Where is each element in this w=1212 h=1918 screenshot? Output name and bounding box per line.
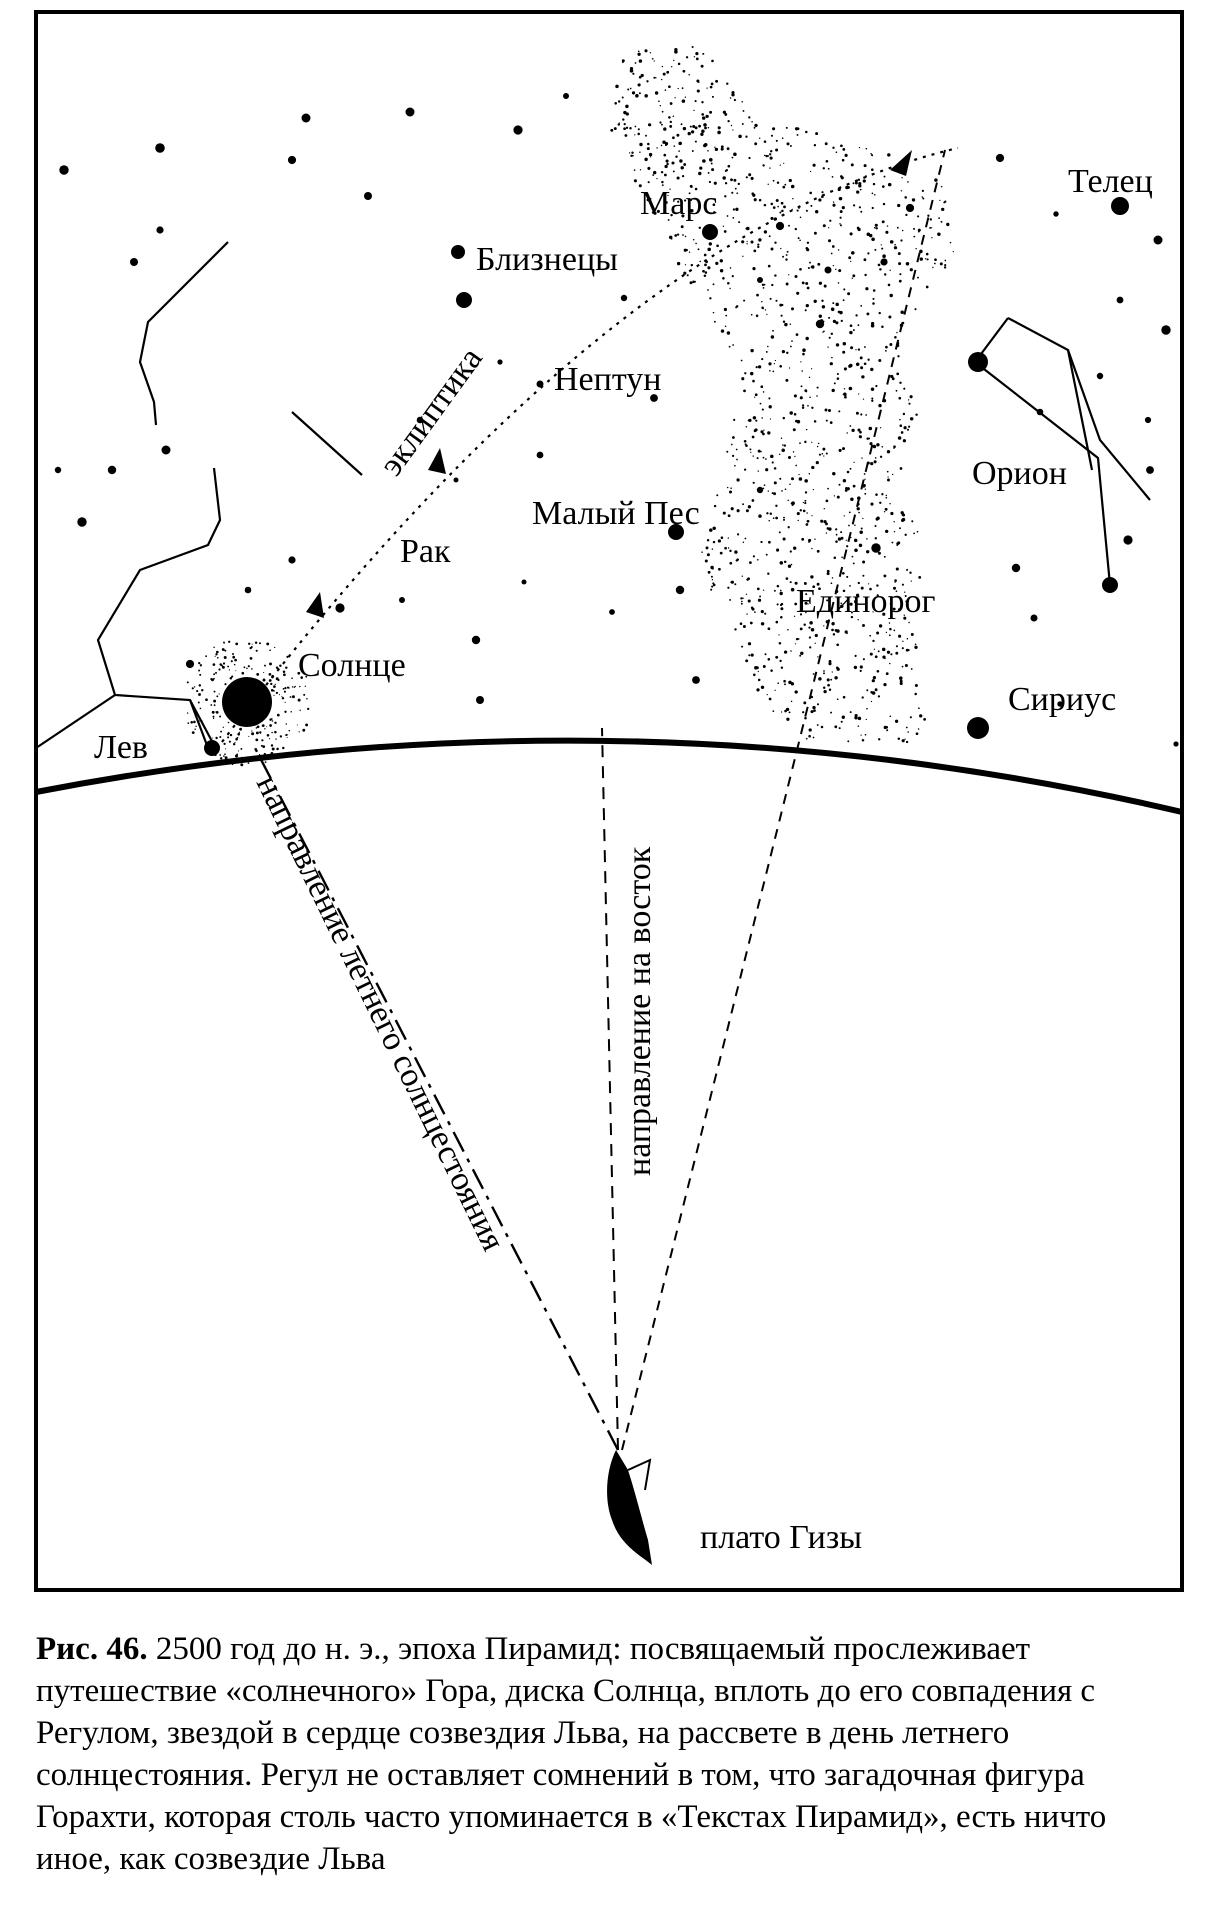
meridian-dashed-line [621, 149, 946, 1451]
label-mars: Марс [640, 185, 717, 222]
sirius-star [967, 717, 989, 739]
regulus-star [204, 740, 220, 756]
label-ecliptic: эклиптика [373, 341, 490, 483]
star-map: Телец Марс Близнецы Нептун Орион Малый П… [34, 10, 1184, 1592]
label-canis-minor: Малый Пес [532, 495, 700, 532]
label-giza: плато Гизы [700, 1519, 862, 1556]
label-leo: Лев [94, 729, 148, 766]
label-sun: Солнце [298, 647, 406, 684]
leo-lines [96, 467, 222, 746]
lynx-lines [138, 241, 229, 426]
label-monoceros: Единорог [796, 583, 935, 620]
ecliptic-arrow-icon-3 [306, 592, 324, 618]
figure-caption: Рис. 46. 2500 год до н. э., эпоха Пирами… [36, 1628, 1186, 1880]
giza-sketch-detail [627, 1458, 652, 1491]
leo-lines-3 [188, 699, 210, 749]
label-taurus: Телец [1068, 163, 1153, 200]
ecliptic-line [221, 146, 959, 743]
label-east-direction: направление на восток [621, 846, 658, 1176]
mars-star [702, 224, 718, 240]
ecliptic-arrow-icon [890, 150, 912, 176]
label-gemini: Близнецы [476, 241, 618, 278]
rigel-star [1102, 577, 1118, 593]
orion-lines-3 [1066, 349, 1094, 471]
constellation-lines [35, 241, 1151, 749]
orion-lines-2 [973, 317, 1112, 586]
caption-text: 2500 год до н. э., эпоха Пирамид: посвящ… [36, 1631, 1107, 1877]
castor-star [451, 245, 465, 259]
label-cancer: Рак [400, 533, 451, 570]
orion-lines [1007, 317, 1151, 501]
map-frame [34, 10, 1184, 1592]
milky-way-band [610, 45, 954, 744]
sun-disc [186, 640, 310, 767]
east-direction-line [601, 727, 619, 1451]
label-orion: Орион [972, 455, 1067, 492]
solstice-direction-line [253, 747, 620, 1451]
aldebaran-star [1111, 197, 1129, 215]
leo-lines-2 [35, 694, 116, 749]
label-neptune: Нептун [554, 361, 661, 398]
procyon-star [668, 524, 684, 540]
figure-number: Рис. 46. [36, 1631, 148, 1667]
label-solstice-direction: направление летнего солнцестояния [249, 769, 512, 1257]
betelgeuse-star [968, 352, 988, 372]
ecliptic-arrow-icon-2 [428, 448, 446, 474]
pollux-star [456, 292, 472, 308]
star-field [54, 93, 1179, 747]
giza-pyramid-icon [607, 1450, 652, 1565]
label-sirius: Сириус [1008, 681, 1116, 718]
cancer-line [291, 411, 363, 476]
horizon-line [35, 737, 1183, 815]
